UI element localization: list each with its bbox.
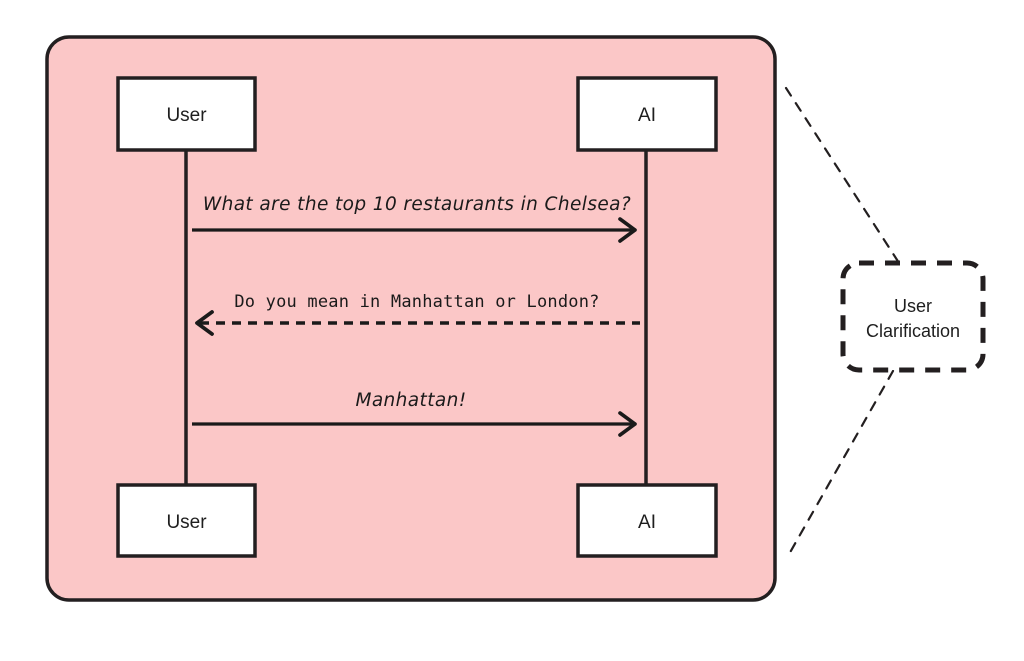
participant-ai-top[interactable]: AI — [576, 76, 718, 152]
message-label: Do you mean in Manhattan or London? — [234, 292, 599, 312]
message-2[interactable]: Do you mean in Manhattan or London? — [195, 292, 640, 336]
participant-label: AI — [638, 512, 656, 533]
participant-user-top[interactable]: User — [116, 76, 257, 152]
participant-label: AI — [638, 105, 656, 126]
callout-leader-bottom — [786, 369, 895, 558]
callout-label-line1: User — [894, 296, 932, 316]
arrowhead-right-icon — [618, 411, 637, 437]
participant-box — [116, 483, 257, 558]
message-label: What are the top 10 restaurants in Chels… — [203, 194, 631, 215]
message-3[interactable]: Manhattan! — [192, 390, 637, 437]
user-clarification-callout[interactable]: User Clarification — [840, 260, 986, 373]
arrowhead-right-icon — [618, 217, 637, 243]
participant-label: User — [166, 105, 207, 126]
callout-label-line2: Clarification — [866, 321, 960, 341]
arrowhead-left-icon — [195, 310, 214, 336]
message-1[interactable]: What are the top 10 restaurants in Chels… — [192, 194, 637, 243]
callout-box — [840, 260, 986, 373]
participant-box — [116, 76, 257, 152]
participant-ai-bottom[interactable]: AI — [576, 483, 718, 558]
message-label: Manhattan! — [355, 390, 466, 411]
participant-box — [576, 76, 718, 152]
participant-user-bottom[interactable]: User — [116, 483, 257, 558]
sequence-frame — [45, 35, 777, 602]
callout-leader-top — [784, 86, 903, 268]
participant-label: User — [166, 512, 207, 533]
participant-box — [576, 483, 718, 558]
